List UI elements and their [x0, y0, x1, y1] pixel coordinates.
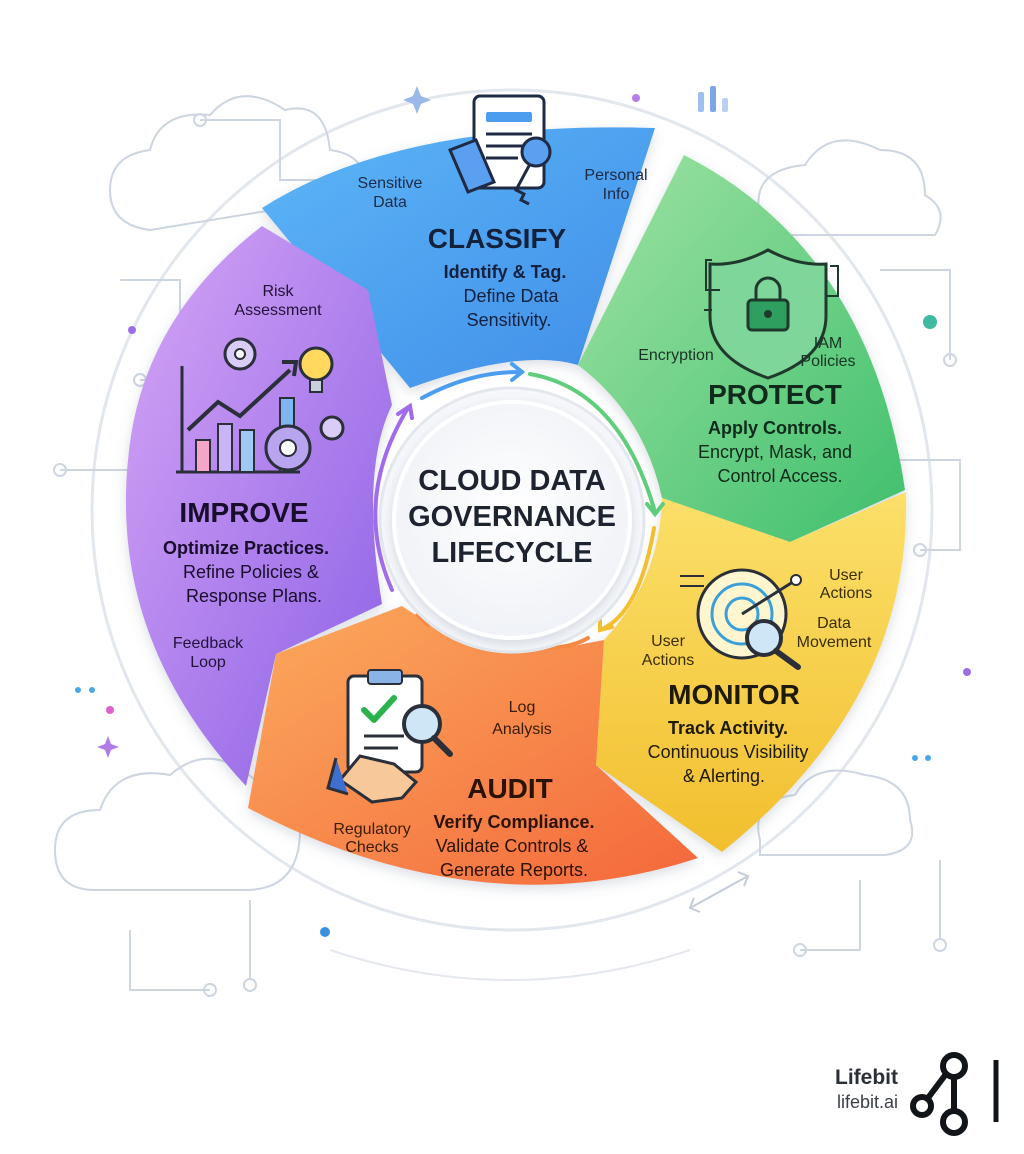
lifebit-logo-icon [910, 1052, 999, 1136]
improve-tag-feedback-1: Feedback [173, 635, 244, 652]
improve-line2: Response Plans. [186, 586, 322, 606]
audit-icon [326, 669, 453, 804]
improve-subtitle: Optimize Practices. [163, 538, 329, 558]
classify-line2: Sensitivity. [467, 310, 552, 330]
classify-tag-personal-1: Personal [584, 167, 647, 184]
protect-tag-iam-2: Policies [800, 353, 855, 370]
audit-tag-regulatory-2: Checks [345, 839, 398, 856]
audit-subtitle: Verify Compliance. [433, 812, 594, 832]
classify-tag-sensitive-2: Data [373, 194, 407, 211]
classify-tag-personal-2: Info [603, 186, 630, 203]
classify-subtitle: Identify & Tag. [444, 262, 567, 282]
monitor-tag-data-movement-2: Movement [797, 634, 872, 651]
monitor-tag-user-actions-l-1: User [651, 633, 685, 650]
brand-name: Lifebit [835, 1066, 898, 1089]
classify-icon [448, 94, 552, 206]
protect-subtitle: Apply Controls. [708, 418, 842, 438]
background-dots [75, 86, 971, 937]
monitor-tag-user-actions-tr-1: User [829, 567, 863, 584]
center-title-line2: GOVERNANCE [408, 501, 616, 533]
protect-line2: Control Access. [717, 466, 842, 486]
center-title-line3: LIFECYCLE [431, 537, 592, 569]
audit-tag-regulatory-1: Regulatory [333, 821, 410, 838]
protect-tag-encryption: Encryption [638, 347, 714, 364]
improve-title: IMPROVE [179, 497, 308, 528]
classify-line1: Define Data [463, 286, 559, 306]
monitor-tag-user-actions-l-2: Actions [642, 652, 694, 669]
monitor-line2: & Alerting. [683, 766, 765, 786]
monitor-segment [596, 492, 907, 852]
audit-tag-log-1: Log [509, 699, 536, 716]
protect-tag-iam-1: IAM [814, 335, 842, 352]
brand-block[interactable]: Lifebit lifebit.ai [800, 1052, 1010, 1140]
improve-tag-risk-1: Risk [262, 283, 294, 300]
monitor-subtitle: Track Activity. [668, 718, 788, 738]
classify-tag-sensitive-1: Sensitive [358, 175, 423, 192]
improve-line1: Refine Policies & [183, 562, 319, 582]
monitor-tag-data-movement-1: Data [817, 615, 851, 632]
brand-url[interactable]: lifebit.ai [836, 1092, 898, 1112]
monitor-line1: Continuous Visibility [648, 742, 809, 762]
protect-line1: Encrypt, Mask, and [698, 442, 852, 462]
classify-title: CLASSIFY [428, 223, 567, 254]
audit-title: AUDIT [467, 773, 553, 804]
improve-icon [176, 337, 345, 474]
monitor-icon [680, 568, 802, 670]
protect-title: PROTECT [708, 379, 842, 410]
improve-tag-risk-2: Assessment [234, 302, 322, 319]
monitor-tag-user-actions-tr-2: Actions [820, 585, 872, 602]
protect-icon [704, 248, 839, 380]
audit-line1: Validate Controls & [436, 836, 589, 856]
improve-tag-feedback-2: Loop [190, 654, 226, 671]
two-way-arrow-icon [688, 871, 750, 913]
audit-line2: Generate Reports. [440, 860, 588, 880]
center-hub: CLOUD DATA GOVERNANCE LIFECYCLE [378, 386, 646, 654]
center-title-line1: CLOUD DATA [418, 465, 605, 497]
monitor-title: MONITOR [668, 679, 800, 710]
audit-tag-log-2: Analysis [492, 721, 552, 738]
background-decoration [53, 88, 961, 997]
